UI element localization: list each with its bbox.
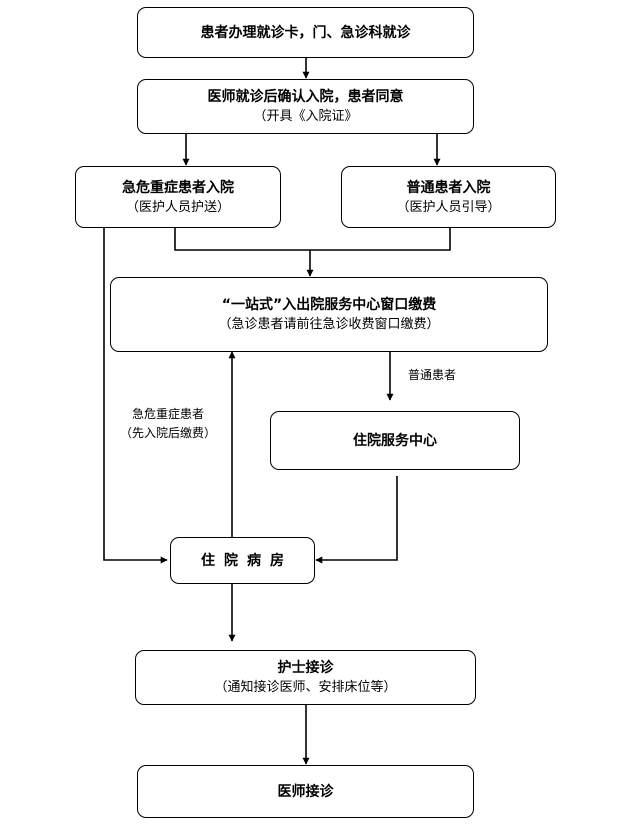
edge-label-critical-patients: 急危重症患者 （先入院后缴费） — [112, 405, 224, 443]
arrow-critical-to-ward — [103, 228, 168, 564]
node-confirm-admission: 医师就诊后确认入院，患者同意 （开具《入院证》 — [137, 79, 474, 134]
edge-label-critical-line2: （先入院后缴费） — [119, 426, 216, 440]
node-payment-window-title: “一站式”入出院服务中心窗口缴费 — [221, 297, 437, 313]
node-confirm-admission-title: 医师就诊后确认入院，患者同意 — [207, 89, 404, 105]
node-critical-admission: 急危重症患者入院 （医护人员护送） — [75, 166, 281, 228]
node-register: 患者办理就诊卡，门、急诊科就诊 — [137, 7, 474, 58]
node-doctor-reception-title: 医师接诊 — [277, 783, 334, 800]
merge-critical-normal-line — [174, 228, 451, 251]
node-normal-admission: 普通患者入院 （医护人员引导） — [341, 166, 556, 228]
node-register-title: 患者办理就诊卡，门、急诊科就诊 — [200, 24, 411, 41]
node-normal-admission-subtitle: （医护人员引导） — [396, 199, 501, 215]
node-doctor-reception: 医师接诊 — [137, 765, 474, 818]
node-nurse-reception-title: 护士接诊 — [277, 660, 334, 676]
edge-label-critical-line1: 急危重症患者 — [131, 407, 204, 421]
node-nurse-reception-subtitle: （通知接诊医师、安排床位等） — [214, 680, 397, 695]
node-service-center-title: 住院服务中心 — [353, 432, 437, 449]
node-ward: 住院病房 — [170, 537, 315, 584]
node-service-center: 住院服务中心 — [270, 411, 520, 470]
node-confirm-admission-subtitle: （开具《入院证》 — [253, 109, 358, 124]
edge-label-normal-patients: 普通患者 — [408, 368, 457, 382]
node-payment-window-subtitle: （急诊患者请前往急诊收费窗口缴费） — [218, 317, 440, 332]
node-critical-admission-subtitle: （医护人员护送） — [125, 199, 230, 215]
node-critical-admission-title: 急危重症患者入院 — [122, 179, 234, 196]
node-nurse-reception: 护士接诊 （通知接诊医师、安排床位等） — [135, 650, 476, 705]
node-payment-window: “一站式”入出院服务中心窗口缴费 （急诊患者请前往急诊收费窗口缴费） — [110, 277, 548, 352]
node-normal-admission-title: 普通患者入院 — [406, 179, 491, 196]
node-ward-title: 住院病房 — [201, 552, 293, 569]
arrow-service-center-to-ward — [315, 476, 398, 564]
